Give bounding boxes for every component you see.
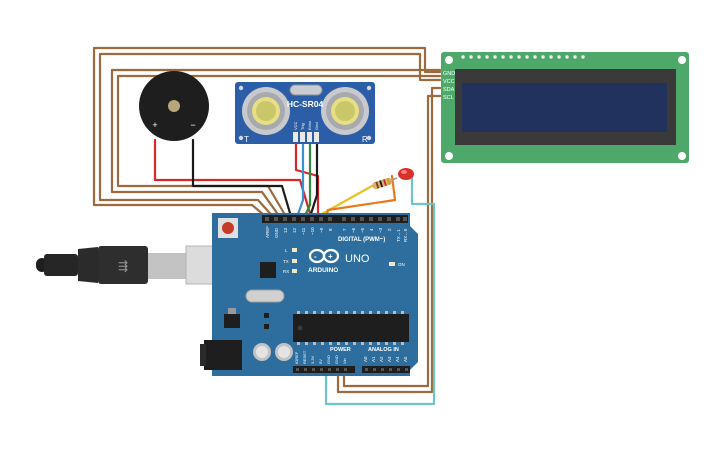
sensor-t-mark: T	[244, 135, 249, 144]
arduino-logo	[308, 248, 340, 264]
logo-minus-icon: -	[314, 252, 317, 261]
analog-pin-label: A1	[371, 356, 376, 362]
digital-pin-labels: AREF GND 13 12 ~11 ~10 ~9 8 7 ~6 ~5 4 ~3…	[265, 226, 408, 242]
digital-pin-label: 2	[387, 228, 392, 231]
digital-pin-label: AREF	[265, 226, 270, 238]
digital-pin-label: ~5	[360, 227, 365, 233]
analog-label: ANALOG IN	[368, 347, 399, 353]
power-jack[interactable]	[204, 340, 242, 370]
digital-pin-label: 8	[328, 228, 333, 231]
lcd-pin-label: VCC	[443, 79, 455, 85]
status-leds: L TX RX	[283, 248, 297, 274]
power-pin-label: GND	[326, 355, 331, 364]
lcd-pin-label: SDA	[443, 87, 455, 93]
buzzer-minus-label: −	[190, 120, 195, 130]
led-resistor-assembly[interactable]	[372, 168, 414, 190]
lcd-pin-label: SCL	[443, 95, 454, 101]
digital-pin-label: 12	[292, 227, 297, 233]
arduino-uno-board[interactable]: AREF GND 13 12 ~11 ~10 ~9 8 7 ~6 ~5 4 ~3…	[200, 213, 418, 376]
wire-lcd-extra2	[116, 74, 442, 222]
ultrasonic-sensor[interactable]: HC-SR04 T R VCC Trig Echo Gnd	[235, 82, 375, 144]
analog-pin-labels: A0 A1 A2 A3 A4 A5	[363, 356, 408, 362]
usb-cable[interactable]: ⇶	[36, 245, 241, 285]
led-label: RX	[283, 269, 289, 274]
sensor-pin-label: VCC	[293, 121, 298, 130]
digital-pin-label: ~11	[301, 227, 306, 235]
wire-lcd-scl	[342, 94, 442, 388]
digital-pin-label: ~3	[378, 227, 383, 233]
power-pin-label: 5V	[318, 359, 323, 364]
wire-buzzer-minus	[191, 138, 294, 222]
lcd-header-pins	[461, 55, 585, 59]
lcd-screen	[462, 83, 667, 132]
analog-pin-label: A2	[379, 356, 384, 362]
digital-header-holes	[265, 217, 407, 221]
sensor-pin-label: Echo	[307, 120, 312, 130]
wire-lcd-vcc	[98, 52, 442, 222]
power-pin-label: 3.3V	[310, 355, 315, 364]
power-pin-labels: IOREF RESET 3.3V 5V GND GND Vin	[294, 350, 347, 364]
sensor-pin-label: Gnd	[314, 122, 319, 130]
digital-pin-label: 4	[369, 228, 374, 231]
digital-pin-label: ~10	[310, 227, 315, 235]
analog-pin-label: A0	[363, 356, 368, 362]
wire-lcd-extra	[110, 68, 442, 222]
digital-pin-label: 13	[283, 227, 288, 233]
regulator	[224, 314, 240, 328]
wire-buzzer-plus	[153, 138, 314, 222]
wire-teal-gnd	[324, 174, 436, 406]
power-header	[293, 366, 355, 373]
digital-label: DIGITAL (PWM~)	[338, 237, 385, 243]
digital-pin-label: ~9	[319, 227, 324, 233]
wire-lcd-sda	[336, 86, 442, 394]
wire-sensor-gnd	[307, 138, 319, 222]
digital-pin-label: TX→1	[396, 229, 401, 242]
power-pin-label: Vin	[342, 358, 347, 364]
sensor-pin-label: Trig	[300, 123, 305, 130]
power-label: POWER	[330, 347, 351, 353]
analog-pin-label: A4	[395, 356, 400, 362]
sensor-pin-labels: VCC Trig Echo Gnd	[293, 120, 319, 130]
sensor-pins	[293, 132, 319, 142]
sensor-r-mark: R	[362, 135, 368, 144]
power-pin-label: IOREF	[294, 351, 299, 364]
piezo-buzzer[interactable]: + −	[139, 71, 209, 141]
wire-lcd-gnd	[92, 46, 442, 222]
digital-pin-label: RX←0	[403, 228, 408, 242]
buzzer-plus-label: +	[152, 120, 157, 130]
crystal	[245, 289, 285, 303]
sensor-crystal	[289, 84, 323, 96]
led-label: L	[285, 248, 288, 253]
analog-pin-label: A5	[403, 356, 408, 362]
led-label: TX	[283, 259, 289, 264]
chip-legs	[297, 311, 404, 345]
on-label: ON	[398, 262, 405, 267]
lcd-pin-labels: GND VCC SDA SCL	[443, 71, 455, 101]
sensor-model-label: HC-SR04	[287, 99, 324, 109]
analog-header	[362, 366, 410, 373]
logo-plus-icon: +	[328, 252, 333, 261]
lcd-pin-label: GND	[443, 71, 455, 77]
i2c-lcd-display[interactable]: GND VCC SDA SCL	[441, 52, 689, 163]
digital-pin-label: GND	[274, 227, 279, 238]
model-label: UNO	[345, 253, 370, 265]
buzzer-center	[168, 100, 180, 112]
wire-sensor-vcc	[294, 138, 320, 222]
power-pin-label: GND	[334, 355, 339, 364]
power-pin-label: RESET	[302, 350, 307, 364]
transmitter-transducer	[242, 87, 290, 135]
digital-header	[262, 215, 408, 223]
digital-pin-label: ~6	[351, 227, 356, 233]
receiver-transducer	[321, 87, 369, 135]
digital-pin-label: 7	[342, 228, 347, 231]
atmega-chip	[293, 314, 409, 342]
analog-pin-label: A3	[387, 356, 392, 362]
brand-label: ARDUINO	[308, 267, 338, 274]
usb-icon: ⇶	[118, 259, 128, 273]
usb-chip	[260, 262, 276, 278]
red-led	[398, 168, 414, 180]
